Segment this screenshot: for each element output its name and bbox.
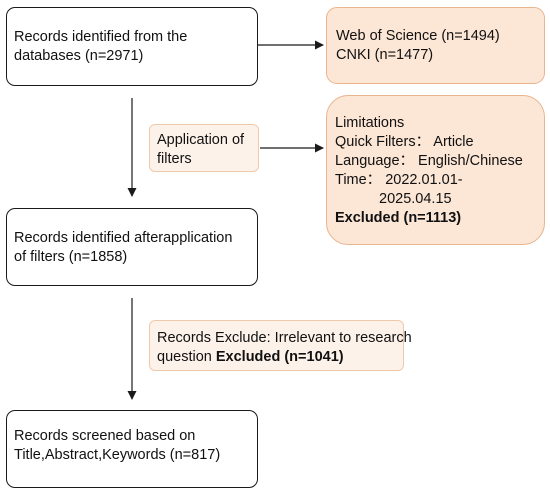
records-identified-box: Records identified from the databases (n… <box>6 7 258 86</box>
records-screened-line-2: Title,Abstract,Keywords (n=817) <box>14 447 221 463</box>
records-screened-box: Records screened based on Title,Abstract… <box>6 410 258 488</box>
limitations-time-end: 2025.04.15 <box>379 191 452 207</box>
limitations-excluded: Excluded (n=1113) <box>335 210 462 226</box>
filter-application-line-1: Application of <box>157 132 245 148</box>
exclusion-question: question <box>157 349 216 365</box>
records-after-filters-line-1: Records identified afterapplication <box>14 230 233 246</box>
exclusion-count: Excluded (n=1041) <box>215 349 344 365</box>
records-after-filters-box: Records identified afterapplication of f… <box>6 208 258 286</box>
database-sources-box: Web of Science (n=1494) CNKI (n=1477) <box>326 7 545 84</box>
filter-application-box: Application of filters <box>149 124 259 172</box>
limitations-language: Language： English/Chinese <box>335 153 523 169</box>
filter-application-line-2: filters <box>157 151 192 167</box>
records-screened-line-1: Records screened based on <box>14 428 196 444</box>
exclusion-reason: Records Exclude: Irrelevant to research <box>157 330 412 346</box>
database-cnki: CNKI (n=1477) <box>336 47 434 63</box>
database-web-of-science: Web of Science (n=1494) <box>336 28 500 44</box>
limitations-quick-filters: Quick Filters： Article <box>335 134 474 150</box>
exclusion-box: Records Exclude: Irrelevant to research … <box>149 320 412 371</box>
exclusion-line-2: question Excluded (n=1041) <box>157 348 403 367</box>
records-identified-line-2: databases (n=2971) <box>14 48 144 64</box>
limitations-box: Limitations Quick Filters： Article Langu… <box>326 95 545 245</box>
limitations-time-start: Time： 2022.01.01- <box>335 172 463 188</box>
records-after-filters-line-2: of filters (n=1858) <box>14 249 128 265</box>
records-identified-line-1: Records identified from the <box>14 29 188 45</box>
limitations-heading: Limitations <box>335 115 405 131</box>
